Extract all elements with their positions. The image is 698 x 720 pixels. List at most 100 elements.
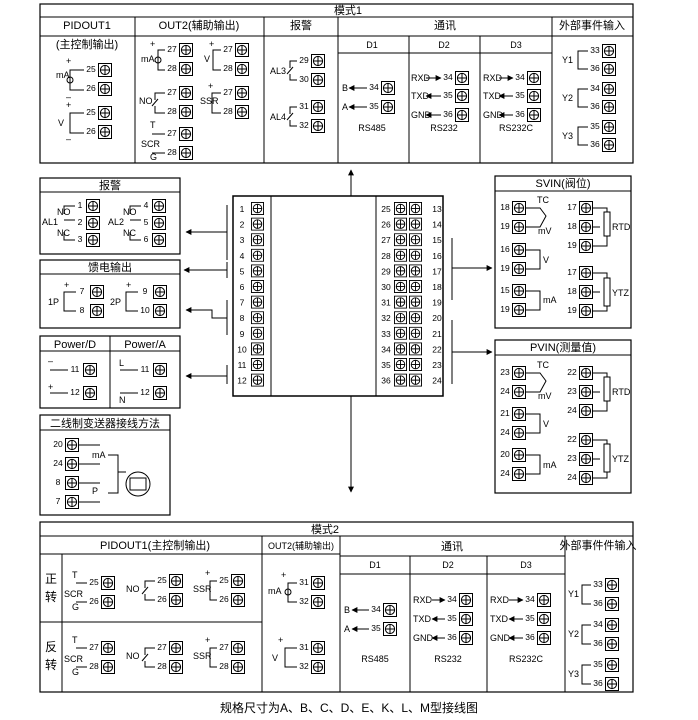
center-terminal-1-screw bbox=[251, 202, 264, 215]
mode2-out2-wiring: 31 32 mA + 31 32 V + bbox=[268, 570, 325, 674]
mode2-forward-label-2: 转 bbox=[45, 589, 57, 604]
svg-text:–: – bbox=[66, 134, 71, 144]
svg-text:25: 25 bbox=[157, 575, 167, 585]
svg-text:TXD: TXD bbox=[483, 91, 502, 101]
svg-text:NO: NO bbox=[139, 96, 153, 106]
mode1-out2-title: OUT2(辅助输出) bbox=[159, 18, 240, 32]
svg-text:25: 25 bbox=[86, 107, 96, 117]
svg-text:27: 27 bbox=[223, 87, 233, 97]
svg-text:Y1: Y1 bbox=[568, 589, 579, 599]
mode1-pidout1-title: PIDOUT1 bbox=[63, 20, 111, 32]
svg-text:mV: mV bbox=[538, 226, 552, 236]
center-terminal-19-screw bbox=[409, 295, 422, 309]
center-terminal-11-screw bbox=[251, 358, 264, 371]
center-terminal-3: 3 bbox=[240, 235, 245, 245]
svg-text:35: 35 bbox=[590, 121, 600, 131]
mode2-forward-label-1: 正 bbox=[45, 572, 57, 586]
center-terminal-5: 5 bbox=[240, 266, 245, 276]
center-terminal-27: 27 bbox=[381, 235, 391, 245]
svg-text:1: 1 bbox=[78, 200, 83, 210]
svg-text:SCR: SCR bbox=[141, 139, 161, 149]
svg-text:TXD: TXD bbox=[413, 614, 432, 624]
svg-text:SSR: SSR bbox=[193, 651, 212, 661]
center-terminal-25: 25 bbox=[381, 204, 391, 214]
svg-text:27: 27 bbox=[219, 642, 229, 652]
svg-text:NC: NC bbox=[57, 228, 70, 238]
mode2-comm-rs232c: RS232C bbox=[509, 654, 544, 664]
svg-text:G: G bbox=[72, 667, 79, 677]
center-terminal-6: 6 bbox=[240, 282, 245, 292]
center-terminal-28: 28 bbox=[381, 251, 391, 261]
center-terminal-30-screw bbox=[394, 280, 407, 293]
svg-text:24: 24 bbox=[500, 427, 510, 437]
center-terminal-4: 4 bbox=[240, 251, 245, 261]
svg-text:YTZ: YTZ bbox=[612, 454, 630, 464]
svg-text:+: + bbox=[48, 382, 53, 392]
svg-text:35: 35 bbox=[369, 101, 379, 111]
svg-text:24: 24 bbox=[53, 458, 63, 468]
svg-text:A: A bbox=[342, 102, 348, 112]
mode2-comm-title: 通讯 bbox=[441, 540, 463, 553]
svg-text:NO: NO bbox=[126, 651, 140, 661]
svg-text:TXD: TXD bbox=[411, 91, 430, 101]
center-terminal-27-screw bbox=[394, 233, 407, 247]
center-terminal-26-screw bbox=[394, 217, 407, 231]
svg-text:+: + bbox=[126, 280, 131, 290]
svg-text:25: 25 bbox=[89, 577, 99, 587]
center-terminal-35: 35 bbox=[381, 360, 391, 370]
left-feed-panel: 馈电输出 7 8 1P + 9 10 2P + bbox=[39, 259, 181, 329]
svg-text:31: 31 bbox=[299, 642, 309, 652]
center-terminal-22: 22 bbox=[432, 344, 442, 354]
svg-text:–: – bbox=[66, 92, 71, 102]
svg-text:+: + bbox=[208, 81, 213, 91]
center-terminal-8: 8 bbox=[240, 313, 245, 323]
svg-text:mA: mA bbox=[92, 450, 106, 460]
svg-text:27: 27 bbox=[89, 642, 99, 652]
svg-text:17: 17 bbox=[567, 202, 577, 212]
svg-text:19: 19 bbox=[500, 304, 510, 314]
svg-text:27: 27 bbox=[157, 642, 167, 652]
svg-text:26: 26 bbox=[86, 83, 96, 93]
center-terminal-18: 18 bbox=[432, 282, 442, 292]
svg-text:34: 34 bbox=[593, 619, 603, 629]
center-terminal-5-screw bbox=[251, 264, 264, 278]
svg-text:26: 26 bbox=[89, 596, 99, 606]
mode2-comm-rs485: RS485 bbox=[361, 654, 389, 664]
mode2-panel: 模式2 PIDOUT1(主控制输出) OUT2(辅助输出) 通讯 外部事件件输入… bbox=[39, 521, 637, 693]
svg-text:15: 15 bbox=[500, 285, 510, 295]
svg-text:SSR: SSR bbox=[200, 96, 219, 106]
center-terminal-32: 32 bbox=[381, 313, 391, 323]
mode1-panel: 模式1 PIDOUT1 (主控制输出) OUT2(辅助输出) 报警 通讯 外部事… bbox=[39, 3, 634, 164]
center-terminal-3-screw bbox=[251, 233, 264, 247]
svg-text:36: 36 bbox=[593, 598, 603, 608]
mode1-comm-rs232c: RS232C bbox=[499, 123, 534, 133]
right-pvin-panel: PVIN(测量值) 23 24 TC mV 22 23 24 RTD 21 24… bbox=[494, 339, 632, 494]
svg-text:+: + bbox=[205, 568, 210, 578]
svg-text:11: 11 bbox=[141, 364, 150, 374]
center-terminal-35-screw bbox=[394, 358, 407, 371]
svg-text:26: 26 bbox=[86, 126, 96, 136]
center-terminal-15: 15 bbox=[432, 235, 442, 245]
svg-text:10: 10 bbox=[140, 305, 150, 315]
center-terminal-15-screw bbox=[409, 233, 422, 247]
svg-text:25: 25 bbox=[219, 575, 229, 585]
center-terminal-24: 24 bbox=[432, 376, 442, 386]
svg-text:24: 24 bbox=[500, 386, 510, 396]
svg-text:34: 34 bbox=[525, 594, 535, 604]
center-terminal-34-screw bbox=[394, 342, 407, 356]
svg-text:36: 36 bbox=[593, 638, 603, 648]
svg-text:+: + bbox=[66, 56, 71, 66]
svg-text:34: 34 bbox=[447, 594, 457, 604]
center-terminal-4-screw bbox=[251, 248, 264, 262]
center-terminal-10-screw bbox=[251, 342, 264, 356]
svg-text:G: G bbox=[72, 602, 79, 612]
center-terminal-12: 12 bbox=[237, 376, 247, 386]
svg-text:A: A bbox=[344, 624, 350, 634]
svg-text:34: 34 bbox=[371, 604, 381, 614]
mode1-ext-title: 外部事件输入 bbox=[559, 18, 625, 32]
mode1-title: 模式1 bbox=[334, 4, 362, 17]
center-terminal-12-screw bbox=[251, 373, 264, 387]
svg-text:B: B bbox=[344, 605, 350, 615]
svg-text:34: 34 bbox=[590, 83, 600, 93]
